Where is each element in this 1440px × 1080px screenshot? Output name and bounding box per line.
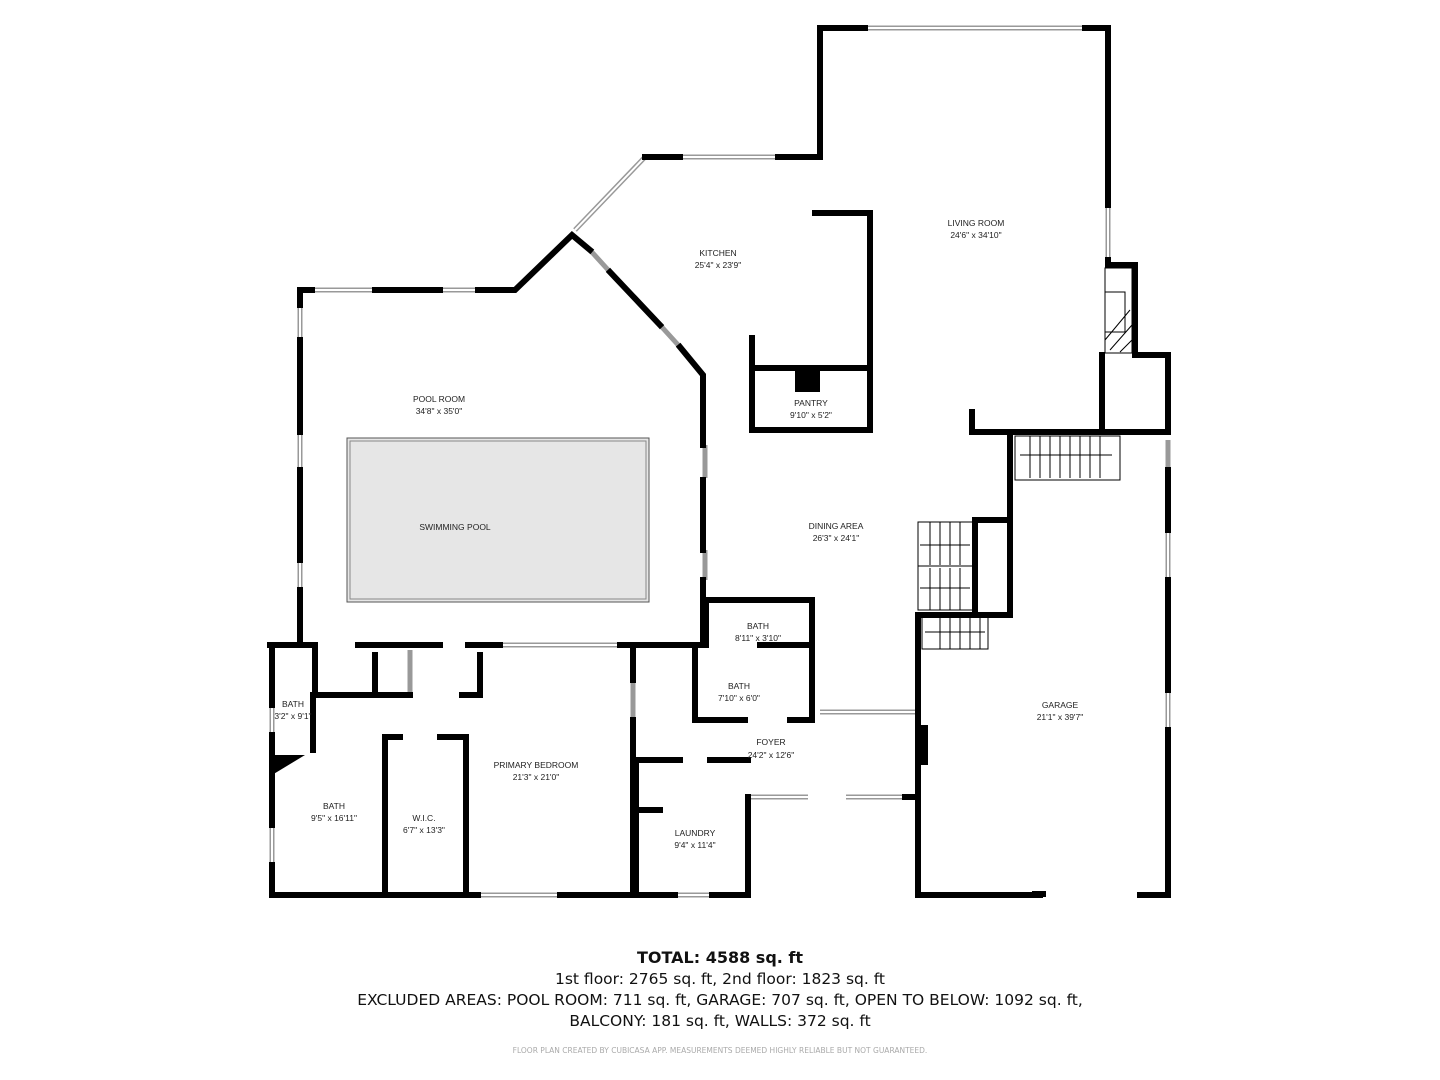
excluded-areas: EXCLUDED AREAS: POOL ROOM: 711 sq. ft, G… [357, 991, 1083, 1009]
fireplace [1104, 267, 1133, 354]
room-name: LIVING ROOM [948, 218, 1005, 228]
room-size: 24'6" x 34'10" [950, 230, 1001, 240]
room-name: POOL ROOM [413, 394, 465, 404]
room-name: GARAGE [1042, 700, 1079, 710]
room-name: PRIMARY BEDROOM [494, 760, 579, 770]
room-size: 9'5" x 16'11" [311, 813, 357, 823]
room-labels: LIVING ROOM 24'6" x 34'10" KITCHEN 25'4" x… [274, 218, 1083, 850]
walls [267, 25, 1171, 898]
room-size: 8'11" x 3'10" [735, 633, 781, 643]
room-size: 7'10" x 6'0" [718, 693, 760, 703]
room-size: 25'4" x 23'9" [695, 260, 742, 270]
room-name: BATH [728, 681, 750, 691]
floor-areas: 1st floor: 2765 sq. ft, 2nd floor: 1823 … [554, 970, 885, 988]
excluded-areas-continued: BALCONY: 181 sq. ft, WALLS: 372 sq. ft [569, 1012, 871, 1030]
room-name: PANTRY [794, 398, 828, 408]
room-name: DINING AREA [809, 521, 864, 531]
room-name: W.I.C. [412, 813, 435, 823]
room-size: 3'2" x 9'1" [274, 711, 311, 721]
room-size: 9'4" x 11'4" [674, 840, 715, 850]
room-size: 24'2" x 12'6" [748, 750, 795, 760]
room-size: 21'3" x 21'0" [513, 772, 560, 782]
room-name: FOYER [756, 737, 785, 747]
room-name: BATH [323, 801, 345, 811]
room-name: SWIMMING POOL [419, 522, 491, 532]
room-name: KITCHEN [699, 248, 736, 258]
total-area: TOTAL: 4588 sq. ft [636, 948, 804, 967]
room-name: BATH [282, 699, 304, 709]
room-size: 21'1" x 39'7" [1037, 712, 1084, 722]
room-size: 26'3" x 24'1" [813, 533, 860, 543]
room-size: 9'10" x 5'2" [790, 410, 832, 420]
stairs [917, 435, 1121, 650]
swimming-pool [346, 437, 650, 603]
disclaimer: FLOOR PLAN CREATED BY CUBICASA APP. MEAS… [512, 1046, 928, 1055]
room-size: 34'8" x 35'0" [416, 406, 463, 416]
windows [269, 25, 1171, 898]
room-name: LAUNDRY [675, 828, 716, 838]
room-size: 6'7" x 13'3" [403, 825, 445, 835]
room-name: BATH [747, 621, 769, 631]
floor-plan: LIVING ROOM 24'6" x 34'10" KITCHEN 25'4" x… [267, 25, 1171, 898]
